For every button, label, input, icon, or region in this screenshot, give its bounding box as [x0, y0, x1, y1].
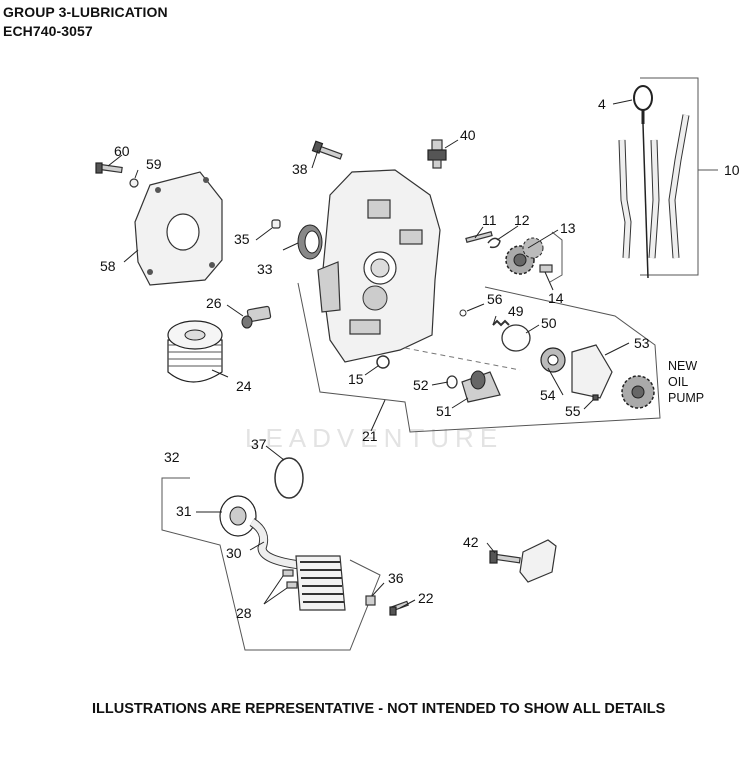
screw-22[interactable] — [389, 600, 409, 616]
pickup-51[interactable] — [461, 370, 501, 403]
callout-42[interactable]: 42 — [463, 534, 479, 550]
new-oil-pump-note-line3: PUMP — [668, 391, 704, 405]
oil-cooler[interactable] — [295, 555, 346, 611]
callout-51[interactable]: 51 — [436, 403, 452, 419]
callout-50[interactable]: 50 — [541, 315, 557, 331]
clamp-28[interactable] — [282, 569, 298, 589]
callout-28[interactable]: 28 — [236, 605, 252, 621]
callout-55[interactable]: 55 — [565, 403, 581, 419]
callout-60[interactable]: 60 — [114, 143, 130, 159]
hose-30[interactable] — [249, 518, 301, 570]
pin-14[interactable] — [539, 264, 553, 273]
group-outline-21 — [297, 282, 661, 433]
dowel-pin-35[interactable] — [271, 219, 281, 229]
oil-pressure-switch-40[interactable] — [427, 139, 447, 169]
o-ring-37[interactable] — [274, 457, 304, 499]
spring-49[interactable] — [492, 319, 510, 327]
ball-56[interactable] — [459, 309, 467, 317]
bracket-42[interactable] — [489, 539, 557, 583]
assembly-guide-line — [404, 347, 521, 371]
callout-38[interactable]: 38 — [292, 161, 308, 177]
group-outline-10 — [640, 77, 699, 276]
callout-59[interactable]: 59 — [146, 156, 162, 172]
callout-21[interactable]: 21 — [362, 428, 378, 444]
callout-15[interactable]: 15 — [348, 371, 364, 387]
callout-49[interactable]: 49 — [508, 303, 524, 319]
callout-36[interactable]: 36 — [388, 570, 404, 586]
callout-53[interactable]: 53 — [634, 335, 650, 351]
callout-22[interactable]: 22 — [418, 590, 434, 606]
oil-filter-24[interactable] — [167, 320, 223, 383]
callout-4[interactable]: 4 — [598, 96, 606, 112]
bolt-60[interactable] — [95, 162, 123, 174]
gear-13[interactable] — [505, 237, 544, 275]
callout-30[interactable]: 30 — [226, 545, 242, 561]
o-ring-50[interactable] — [501, 324, 531, 352]
dipstick-4[interactable] — [633, 85, 653, 279]
group-outline-32 — [161, 477, 381, 651]
callout-52[interactable]: 52 — [413, 377, 429, 393]
clip-12[interactable] — [487, 237, 501, 249]
callout-33[interactable]: 33 — [257, 261, 273, 277]
model-number: ECH740-3057 — [3, 23, 93, 39]
callout-14[interactable]: 14 — [548, 290, 564, 306]
callout-37[interactable]: 37 — [251, 436, 267, 452]
callout-12[interactable]: 12 — [514, 212, 530, 228]
screw-55[interactable] — [592, 394, 599, 401]
disclaimer-text: ILLUSTRATIONS ARE REPRESENTATIVE - NOT I… — [92, 701, 666, 717]
callout-32[interactable]: 32 — [164, 449, 180, 465]
callout-56[interactable]: 56 — [487, 291, 503, 307]
oil-seal-33[interactable] — [297, 224, 323, 260]
callout-35[interactable]: 35 — [234, 231, 250, 247]
callout-26[interactable]: 26 — [206, 295, 222, 311]
callout-10[interactable]: 10 — [724, 162, 740, 178]
oil-filter-nipple-26[interactable] — [241, 305, 272, 329]
oil-pump-53[interactable] — [571, 344, 655, 409]
closure-plate-21[interactable] — [317, 169, 441, 363]
callout-31[interactable]: 31 — [176, 503, 192, 519]
pump-body-54[interactable] — [540, 347, 566, 373]
new-oil-pump-note-line2: OIL — [668, 375, 688, 389]
bolt-38[interactable] — [311, 140, 343, 160]
group-outline-13 — [549, 231, 563, 283]
callout-40[interactable]: 40 — [460, 127, 476, 143]
dipstick-tube-10[interactable] — [618, 114, 690, 259]
shaft-11[interactable] — [465, 230, 493, 244]
washer-59[interactable] — [129, 178, 139, 188]
callout-24[interactable]: 24 — [236, 378, 252, 394]
watermark-text: LEADVENTURE — [245, 423, 503, 453]
cover-plate-58[interactable] — [134, 171, 223, 286]
nut-36[interactable] — [365, 595, 376, 606]
diagram-title: GROUP 3-LUBRICATION — [3, 4, 168, 20]
callout-54[interactable]: 54 — [540, 387, 556, 403]
callout-13[interactable]: 13 — [560, 220, 576, 236]
callout-58[interactable]: 58 — [100, 258, 116, 274]
adapter-31[interactable] — [219, 495, 257, 537]
callout-11[interactable]: 11 — [482, 212, 497, 228]
o-ring-15[interactable] — [376, 355, 390, 369]
new-oil-pump-note-line1: NEW — [668, 359, 697, 373]
leader-lines — [107, 99, 633, 609]
o-ring-52[interactable] — [446, 375, 458, 389]
